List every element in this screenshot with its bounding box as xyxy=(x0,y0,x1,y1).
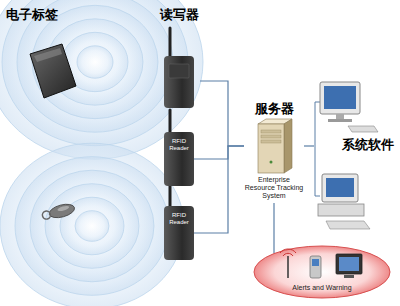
keyfob-shine xyxy=(57,205,70,212)
node-reader0: 读写器 xyxy=(160,6,200,110)
node-server: 服务器 Enterprise Resource Tracking System xyxy=(244,102,304,203)
wave-ring xyxy=(45,184,139,269)
drive-slot xyxy=(261,130,281,133)
keyfob-tag xyxy=(41,202,76,222)
node-label: 系统软件 xyxy=(342,138,394,153)
power-light xyxy=(270,161,273,164)
pc-bracket xyxy=(315,102,320,196)
desktop-case xyxy=(318,204,364,216)
wave-ring xyxy=(30,170,154,282)
alert-monitor-screen xyxy=(339,257,359,271)
alert-monitor-base xyxy=(344,275,354,278)
signal-arc xyxy=(283,253,293,256)
node-label: 电子标签 xyxy=(6,8,58,23)
signal-arc xyxy=(280,249,296,253)
node-reader: RFID Reader xyxy=(164,206,194,260)
reader-antenna xyxy=(169,184,172,208)
wave-ring xyxy=(77,46,113,78)
node-label: RFID Reader xyxy=(164,138,194,152)
node-alert: Alerts and Warning xyxy=(252,244,392,300)
wave-ring xyxy=(0,143,184,306)
radio-waves xyxy=(0,143,184,306)
server-icon xyxy=(258,119,292,173)
drive-slot xyxy=(261,135,281,138)
reader-antenna xyxy=(169,110,172,134)
wave-ring xyxy=(15,157,169,296)
reader-antenna xyxy=(169,28,172,56)
node-art xyxy=(314,78,396,238)
keyfob-body xyxy=(48,202,76,220)
node-label: RFID Reader xyxy=(164,212,194,226)
monitor-frame xyxy=(320,82,360,114)
server-front xyxy=(258,124,284,173)
monitor-base xyxy=(328,119,352,122)
connector-line xyxy=(194,146,244,159)
keyfob-ring xyxy=(42,210,52,220)
node-tag: 电子标签 xyxy=(4,6,96,110)
connector-line xyxy=(200,81,244,146)
reader-panel xyxy=(169,64,189,78)
connector-line xyxy=(194,146,244,233)
monitor-stand xyxy=(336,114,344,119)
connector-line xyxy=(304,145,314,146)
reader-body xyxy=(164,56,194,108)
node-label: Alerts and Warning xyxy=(252,284,392,292)
monitor-screen xyxy=(326,178,354,197)
keyboard xyxy=(348,126,378,132)
connector-line xyxy=(273,203,274,254)
keyboard xyxy=(326,221,370,229)
phone-screen xyxy=(312,259,319,266)
monitor-frame xyxy=(322,174,358,202)
node-pc: 系统软件 xyxy=(314,78,396,238)
node-art xyxy=(252,244,392,300)
node-label: 服务器 xyxy=(244,102,304,117)
drive-slot xyxy=(261,140,281,143)
alert-monitor xyxy=(336,254,362,274)
server-side xyxy=(284,119,292,173)
tag-card xyxy=(30,44,76,98)
node-reader: RFID Reader xyxy=(164,132,194,186)
wave-ring xyxy=(75,211,109,242)
tag-shine xyxy=(34,48,62,62)
node-label: 读写器 xyxy=(160,8,199,23)
monitor-screen xyxy=(324,86,356,109)
phone-icon xyxy=(310,256,321,278)
alert-antenna xyxy=(287,256,289,278)
node-label: Enterprise Resource Tracking System xyxy=(244,176,304,200)
